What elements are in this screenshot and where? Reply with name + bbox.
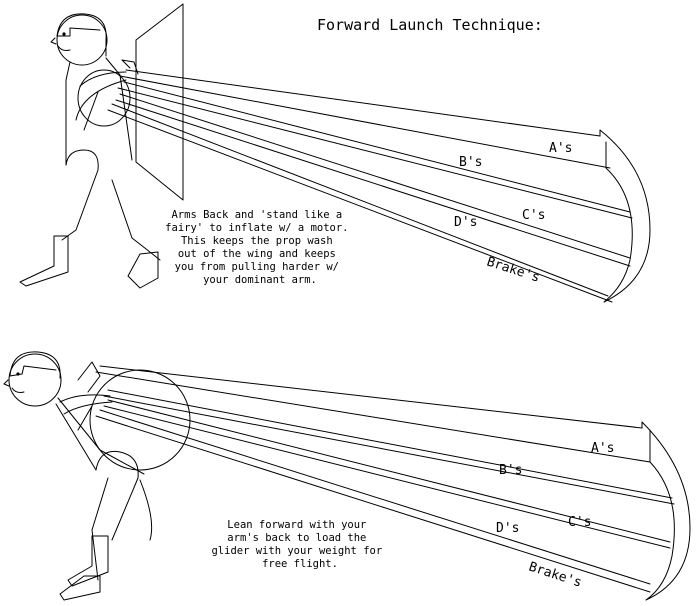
top-label-c: C's <box>522 208 545 223</box>
top-pilot-head <box>50 13 108 66</box>
top-caption: Arms Back and 'stand like a fairy' to in… <box>165 209 355 286</box>
bottom-label-brakes: Brake's <box>527 560 584 591</box>
top-wing <box>599 129 651 303</box>
bottom-wing <box>641 421 691 601</box>
top-label-b: B's <box>459 155 482 170</box>
bottom-pilot-head <box>3 351 62 407</box>
top-prop-frame <box>135 3 184 201</box>
bottom-prop-cage <box>89 369 191 471</box>
bottom-lines <box>95 365 675 593</box>
bottom-label-c: C's <box>568 515 591 530</box>
bottom-pilot-body <box>55 394 153 601</box>
bottom-panel: A's B's C's D's Brake's Lean forward wit… <box>3 351 691 601</box>
top-label-d: D's <box>454 215 477 230</box>
bottom-riser-handle <box>77 361 101 393</box>
bottom-label-d: D's <box>496 521 519 536</box>
top-label-a: A's <box>549 141 572 156</box>
top-panel: A's B's C's D's Brake's Arms Back and 's… <box>19 3 651 303</box>
top-lines <box>107 59 633 303</box>
bottom-label-b: B's <box>499 463 522 478</box>
bottom-label-a: A's <box>591 441 614 456</box>
top-pilot-body <box>19 57 161 289</box>
bottom-caption: Lean forward with your arm's back to loa… <box>211 519 388 570</box>
diagram-title: Forward Launch Technique: <box>317 16 543 34</box>
